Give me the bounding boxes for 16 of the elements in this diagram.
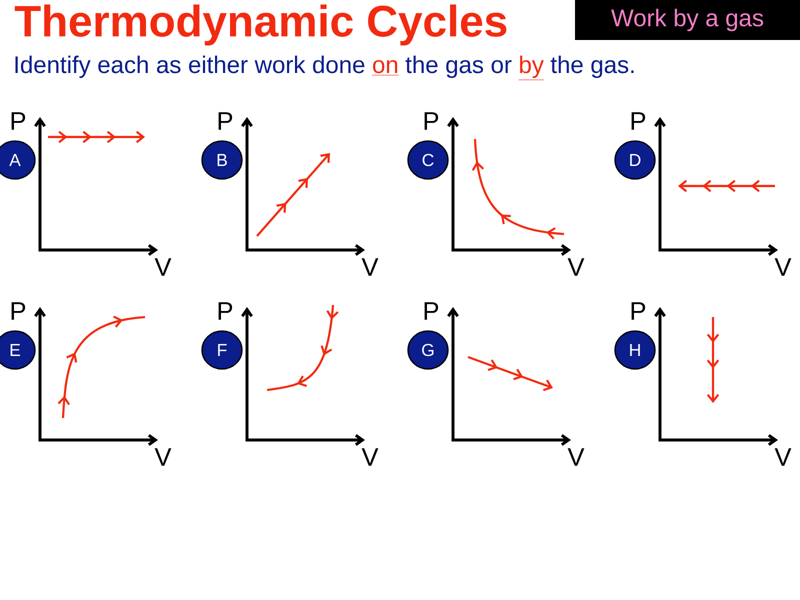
axis-label: V	[774, 448, 792, 466]
instruction-text: the gas or	[406, 56, 512, 78]
title: Thermodynamic Cycles	[14, 4, 506, 46]
axis-label: V	[568, 448, 584, 466]
axis-label: P	[632, 112, 646, 130]
axis-label: V	[154, 258, 172, 276]
axis-label: V	[362, 448, 378, 466]
axis-label: V	[774, 258, 792, 276]
header-box: Work by a gas	[575, 0, 800, 40]
axis-label: V	[568, 258, 584, 276]
axis-label: V	[154, 448, 172, 466]
axis-label: V	[362, 258, 378, 276]
instruction-text: the gas.	[550, 56, 634, 78]
instruction-text: by	[518, 56, 544, 80]
instruction-text: on	[372, 60, 399, 76]
instruction-text: Identify each as either work done	[15, 56, 364, 78]
